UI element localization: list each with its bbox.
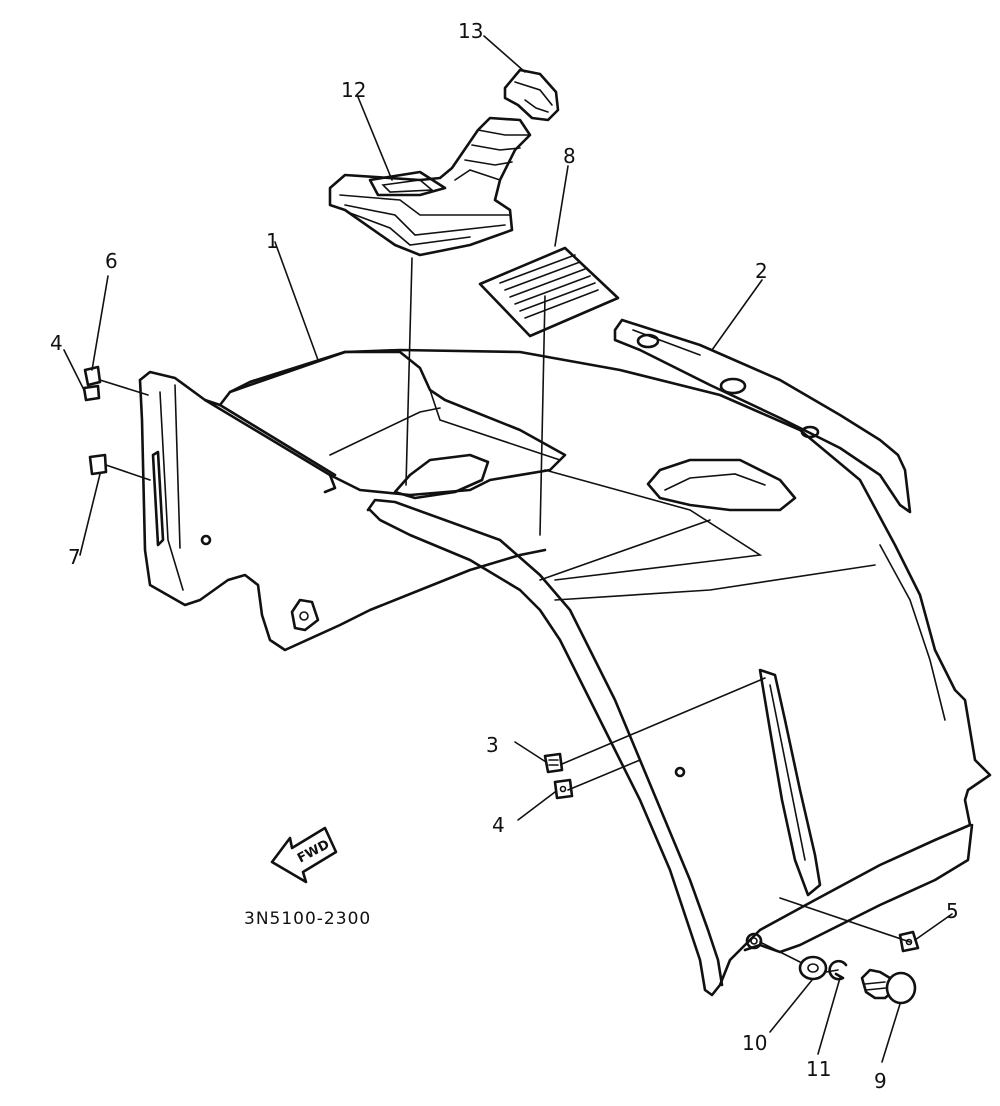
- clip-4-top: [82, 384, 101, 402]
- callout-2: 2: [755, 259, 768, 283]
- trim-strip: [613, 318, 912, 514]
- nut-3: [543, 752, 564, 774]
- callout-8: 8: [563, 144, 576, 168]
- callouts: 13 12 8 1 2 6 4 7 3 4 5 10 11 9: [50, 19, 959, 1093]
- callout-5: 5: [946, 899, 959, 923]
- callout-13: 13: [458, 19, 483, 43]
- nut-5: [898, 930, 920, 953]
- callout-3: 3: [486, 733, 499, 757]
- callout-10: 10: [742, 1031, 767, 1055]
- forward-arrow-icon: FWD: [270, 826, 338, 884]
- clip-6: [83, 365, 102, 387]
- part-code: 3N5100-2300: [244, 909, 371, 929]
- callout-6: 6: [105, 249, 118, 273]
- filler-cap: [503, 68, 560, 122]
- rear-fender-body: [138, 348, 992, 997]
- callout-4-top: 4: [50, 331, 63, 355]
- callout-9: 9: [874, 1069, 887, 1093]
- warning-label: [478, 246, 620, 338]
- nut-4-bottom: [553, 778, 574, 800]
- filler-neck: [328, 116, 532, 257]
- clip-7: [88, 453, 108, 476]
- callout-7: 7: [68, 545, 81, 569]
- bolt-9: [860, 968, 917, 1005]
- washer-10: [798, 955, 828, 981]
- leader-lines: [63, 35, 953, 1063]
- callout-1: 1: [266, 229, 279, 253]
- callout-12: 12: [341, 78, 366, 102]
- callout-4-bottom: 4: [492, 813, 505, 837]
- callout-11: 11: [806, 1057, 831, 1081]
